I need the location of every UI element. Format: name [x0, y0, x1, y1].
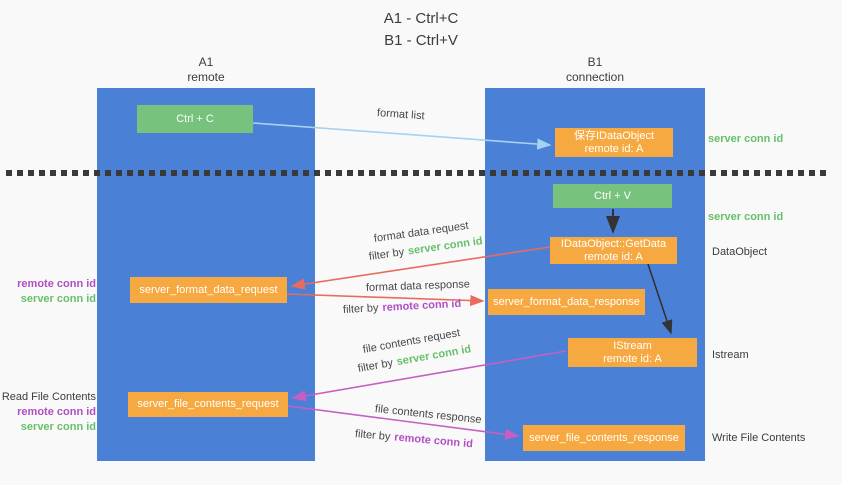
left-conn-id-labels-top: remote conn id server conn id: [0, 277, 96, 307]
left-read-file-contents-group: Read File Contents remote conn id server…: [0, 390, 96, 435]
server-file-contents-response-label: server_file_contents_response: [529, 431, 679, 444]
server-file-contents-response-node: server_file_contents_response: [523, 425, 685, 451]
ctrl-c-node: Ctrl + C: [137, 105, 253, 133]
ctrl-v-node: Ctrl + V: [553, 184, 672, 208]
server-format-data-response-node: server_format_data_response: [488, 289, 645, 315]
remote-conn-id-label: remote conn id: [17, 278, 96, 290]
server-file-contents-request-node: server_file_contents_request: [128, 392, 288, 417]
lane-a-title: A1: [198, 55, 214, 69]
diagram-title: A1 - Ctrl+C B1 - Ctrl+V: [0, 8, 842, 52]
lane-a-header: A1 remote: [97, 55, 315, 85]
ctrl-v-label: Ctrl + V: [594, 189, 631, 202]
getdata-line1: IDataObject::GetData: [560, 237, 667, 250]
lane-a-subtitle: remote: [187, 70, 225, 84]
save-idataobject-line1: 保存IDataObject: [573, 129, 655, 142]
server-format-data-request-node: server_format_data_request: [130, 277, 287, 303]
server-format-data-response-label: server_format_data_response: [493, 295, 640, 308]
lane-b-header: B1 connection: [485, 55, 705, 85]
getdata-line2: remote id: A: [584, 250, 643, 263]
server-conn-id-label: server conn id: [20, 421, 96, 433]
istream-line2: remote id: A: [603, 352, 662, 365]
file-contents-response-arrow: [287, 405, 520, 440]
right-write-file-contents-label: Write File Contents: [712, 432, 806, 444]
remote-conn-id-label: remote conn id: [17, 406, 96, 418]
istream-node: IStream remote id: A: [568, 338, 697, 367]
server-file-contents-request-label: server_file_contents_request: [137, 398, 279, 410]
server-format-data-request-label: server_format_data_request: [139, 283, 278, 296]
format-list-arrow: [252, 122, 552, 150]
format-data-response-arrow: [286, 293, 485, 307]
right-istream-label: Istream: [712, 349, 749, 361]
save-idataobject-node: 保存IDataObject remote id: A: [555, 128, 673, 157]
title-line-2: B1 - Ctrl+V: [384, 32, 458, 49]
format-data-request-arrow: [290, 246, 551, 290]
filter-by-text: filter by: [342, 302, 379, 316]
lane-b-subtitle: connection: [565, 70, 625, 84]
right-server-conn-id-mid: server conn id: [708, 211, 784, 223]
right-server-conn-id-top: server conn id: [708, 133, 784, 145]
copy-paste-divider: [6, 170, 828, 176]
lane-b-title: B1: [587, 55, 603, 69]
title-line-1: A1 - Ctrl+C: [383, 10, 459, 27]
getdata-to-istream-arrow: [647, 263, 673, 335]
server-conn-id-label: server conn id: [20, 293, 96, 305]
right-dataobject-label: DataObject: [712, 246, 768, 258]
ctrl-c-label: Ctrl + C: [176, 112, 214, 125]
read-file-contents-label: Read File Contents: [1, 391, 96, 403]
istream-line1: IStream: [613, 339, 652, 352]
file-contents-request-arrow: [291, 350, 567, 402]
getdata-node: IDataObject::GetData remote id: A: [550, 237, 677, 264]
save-idataobject-line2: remote id: A: [584, 142, 644, 155]
